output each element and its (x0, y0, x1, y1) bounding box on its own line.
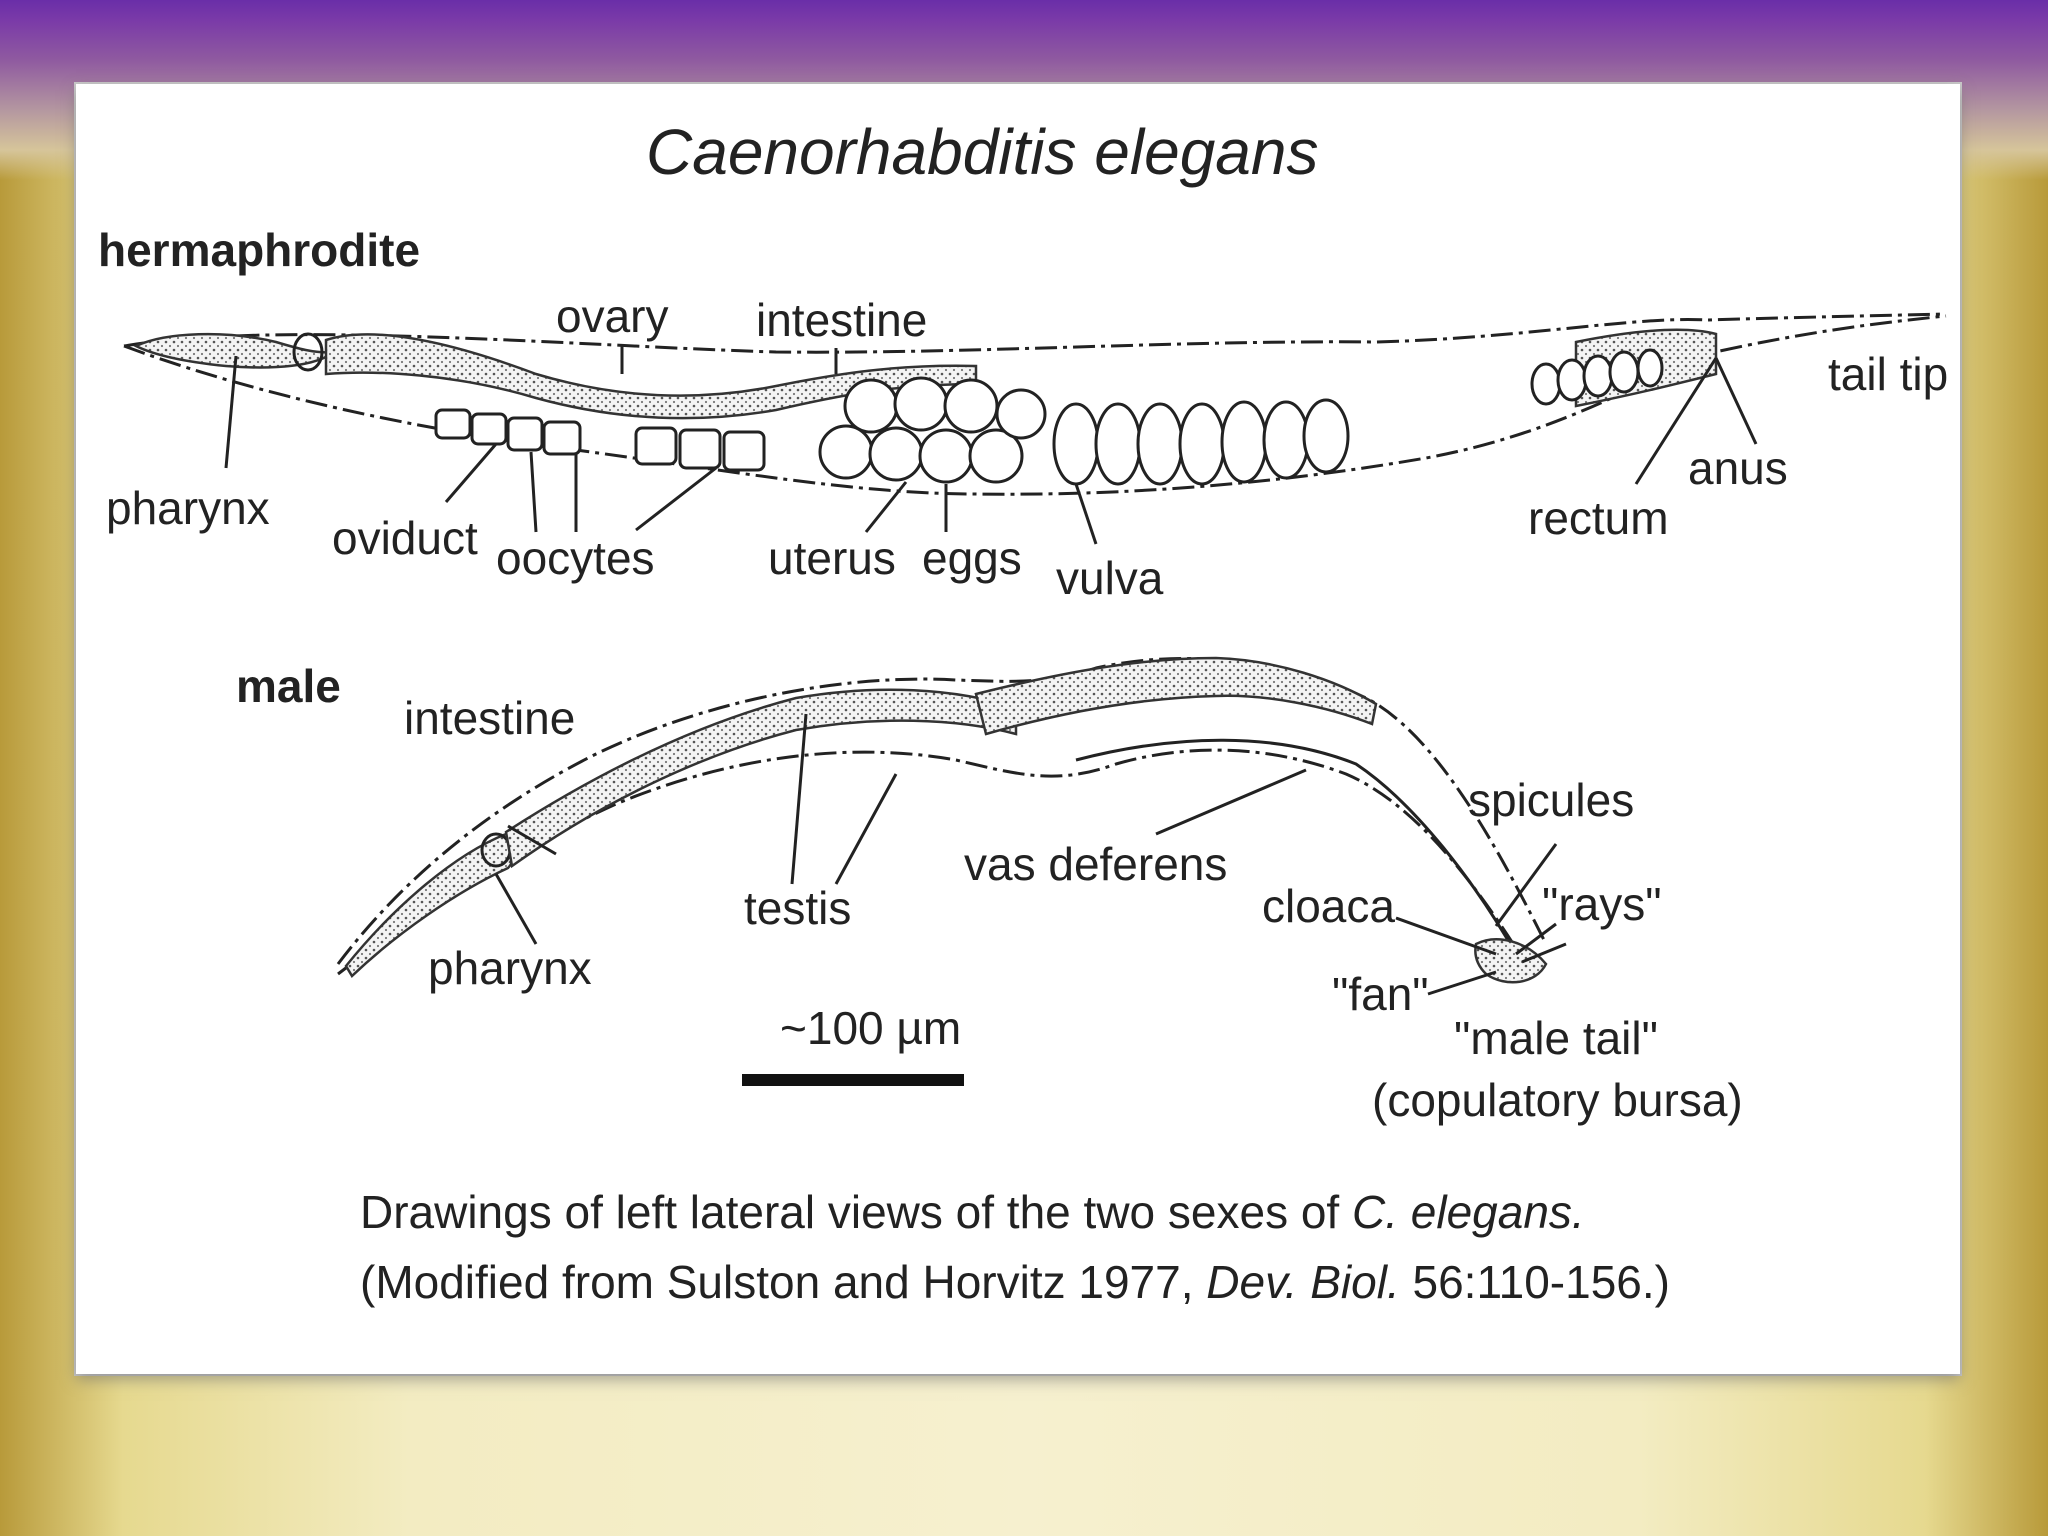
hermaphrodite-eggs (818, 376, 1350, 486)
hermaphrodite-body-outline-lower (123, 314, 1947, 496)
label-pharynx-herm: pharynx (106, 482, 270, 534)
label-copulatory-bursa: (copulatory bursa) (1372, 1074, 1743, 1126)
male-ray-1 (1515, 922, 1557, 956)
leader-vulva (1074, 483, 1098, 545)
leader-pharynx (224, 355, 238, 469)
label-tail-tip: tail tip (1828, 348, 1948, 400)
label-vulva: vulva (1056, 552, 1164, 604)
label-ovary: ovary (556, 290, 668, 342)
hermaphrodite-heading: hermaphrodite (98, 224, 420, 276)
caption-line-1: Drawings of left lateral views of the tw… (360, 1186, 1585, 1238)
label-pharynx-male: pharynx (428, 942, 592, 994)
leader-cloaca (1395, 916, 1497, 956)
leader-uterus (864, 481, 908, 533)
male-heading: male (236, 660, 341, 712)
male-ray-2 (1521, 942, 1567, 964)
leader-spicules (1494, 843, 1558, 927)
label-cloaca: cloaca (1262, 880, 1395, 932)
label-spicules: spicules (1468, 774, 1634, 826)
label-intestine-male: intestine (404, 692, 575, 744)
male-worm-drawing (336, 656, 1567, 996)
leader-rectum (1634, 357, 1718, 485)
diagram-title: Caenorhabditis elegans (646, 116, 1318, 188)
figure-panel: Caenorhabditis elegans hermaphrodite (76, 84, 1960, 1374)
hermaphrodite-worm-drawing (123, 312, 1947, 545)
label-intestine-herm: intestine (756, 294, 927, 346)
label-eggs: eggs (922, 532, 1022, 584)
leader-testis-1 (790, 713, 808, 885)
label-rectum: rectum (1528, 492, 1669, 544)
worm-anatomy-diagram: Caenorhabditis elegans hermaphrodite (98, 116, 1948, 1308)
caption-line-2: (Modified from Sulston and Horvitz 1977,… (360, 1256, 1670, 1308)
male-testis (974, 656, 1378, 736)
leader-anus (1714, 357, 1758, 445)
scale-bar-label: ~100 µm (780, 1002, 961, 1054)
male-vas-deferens (1075, 738, 1518, 955)
leader-oocytes-3 (635, 466, 717, 532)
hermaphrodite-oocytes (434, 408, 766, 472)
hermaphrodite-body-outline (123, 312, 1947, 354)
label-anus: anus (1688, 442, 1788, 494)
label-testis: testis (744, 882, 851, 934)
male-intestine (504, 688, 1018, 869)
leader-fan (1427, 970, 1497, 996)
leader-testis-2 (834, 773, 898, 885)
label-vas-deferens: vas deferens (964, 838, 1227, 890)
label-oocytes: oocytes (496, 532, 655, 584)
leader-vas-deferens (1155, 768, 1307, 836)
hermaphrodite-pharynx-bulb (292, 332, 324, 372)
leader-male-pharynx (494, 873, 538, 945)
leader-male-intestine (507, 824, 557, 856)
label-rays: "rays" (1542, 878, 1662, 930)
scale-bar (742, 1074, 964, 1086)
leader-oviduct (444, 443, 498, 503)
leader-oocytes-1 (529, 451, 538, 533)
label-uterus: uterus (768, 532, 896, 584)
label-male-tail: "male tail" (1454, 1012, 1658, 1064)
hermaphrodite-posterior-cells (1530, 348, 1664, 406)
label-oviduct: oviduct (332, 512, 478, 564)
label-fan: "fan" (1332, 968, 1429, 1020)
